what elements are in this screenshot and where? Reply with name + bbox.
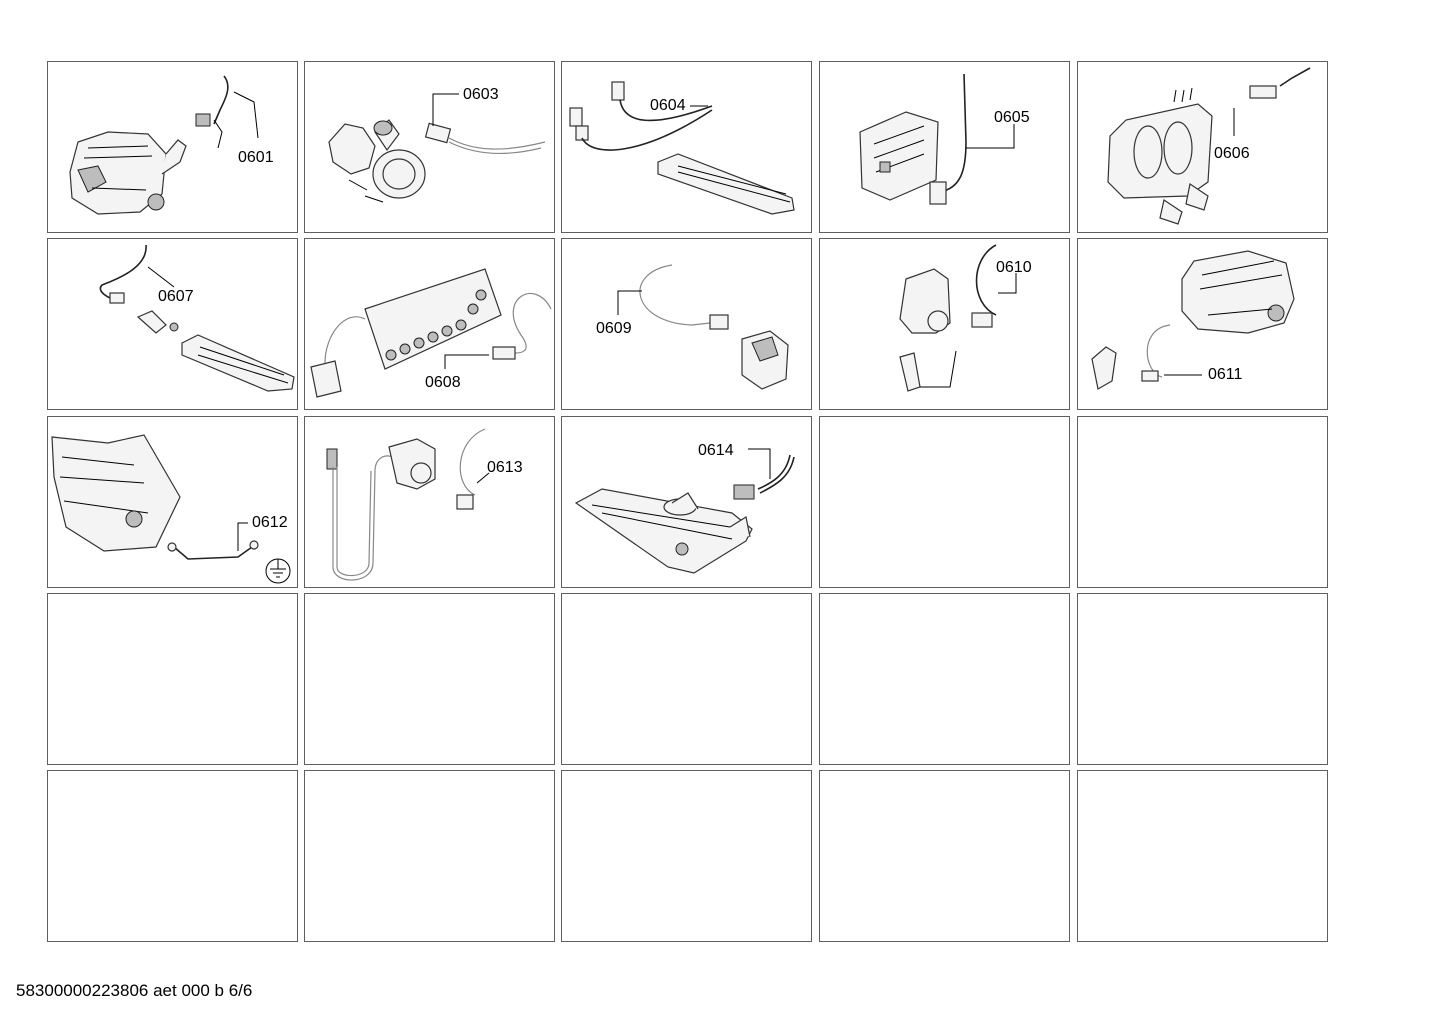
callout-label-0604: 0604 <box>650 97 686 114</box>
callout-label-0610: 0610 <box>996 259 1032 276</box>
empty-diagram-cell <box>1077 416 1328 588</box>
diagram-cell-0601[interactable]: 0601 <box>47 61 298 233</box>
diagram-cell-0606[interactable]: 0606 <box>1077 61 1328 233</box>
diagram-cell-0610[interactable]: 0610 <box>819 238 1070 410</box>
document-footer-code: 58300000223806 aet 000 b 6/6 <box>16 981 253 1000</box>
diagram-cell-0608[interactable]: 0608 <box>304 238 555 410</box>
empty-diagram-cell <box>819 770 1070 942</box>
heater-drawing: 0604 <box>569 81 795 215</box>
earth-ground-icon <box>265 558 291 584</box>
diagram-cell-0604[interactable]: 0604 <box>561 61 812 233</box>
callout-label-0608: 0608 <box>425 374 461 391</box>
pressure-switch-drawing: 0609 <box>596 264 789 390</box>
diagram-cell-0614[interactable]: 0614 <box>561 416 812 588</box>
callout-label-0611: 0611 <box>1208 366 1243 383</box>
callout-label-0613: 0613 <box>487 459 523 476</box>
callout-label-0605: 0605 <box>994 109 1030 126</box>
diagram-cell-0609[interactable]: 0609 <box>561 238 812 410</box>
motor-earth-drawing: 0612 <box>51 434 291 584</box>
empty-diagram-cell <box>304 770 555 942</box>
empty-diagram-cell <box>819 593 1070 765</box>
callout-label-0603: 0603 <box>463 86 499 103</box>
control-panel-drawing: 0614 <box>574 442 795 574</box>
callout-label-0612: 0612 <box>252 514 288 531</box>
diagram-cell-0613[interactable]: 0613 <box>304 416 555 588</box>
callout-label-0601: 0601 <box>238 149 274 166</box>
empty-diagram-cell <box>1077 770 1328 942</box>
diagram-cell-0607[interactable]: 0607 <box>47 238 298 410</box>
sensor-heater-drawing: 0607 <box>99 244 295 392</box>
water-valve-drawing: 0606 <box>1107 67 1311 225</box>
motor-sensor-drawing: 0611 <box>1091 250 1295 390</box>
drain-pump-drawing: 0603 <box>328 86 546 203</box>
diagram-cell-0611[interactable]: 0611 <box>1077 238 1328 410</box>
diagram-cell-0612[interactable]: 0612 <box>47 416 298 588</box>
empty-diagram-cell <box>304 593 555 765</box>
pressure-hose-drawing: 0613 <box>326 428 523 581</box>
diagram-cell-0603[interactable]: 0603 <box>304 61 555 233</box>
empty-diagram-cell <box>561 593 812 765</box>
control-module-drawing: 0605 <box>859 73 1030 205</box>
control-board-drawing: 0608 <box>310 268 552 398</box>
empty-diagram-cell <box>47 593 298 765</box>
callout-label-0606: 0606 <box>1214 145 1250 162</box>
valve-connector-drawing: 0610 <box>899 244 1032 392</box>
callout-label-0609: 0609 <box>596 320 632 337</box>
callout-label-0607: 0607 <box>158 288 194 305</box>
empty-diagram-cell <box>47 770 298 942</box>
empty-diagram-cell <box>819 416 1070 588</box>
empty-diagram-cell <box>561 770 812 942</box>
motor-drawing: 0601 <box>69 75 274 215</box>
empty-diagram-cell <box>1077 593 1328 765</box>
diagram-cell-0605[interactable]: 0605 <box>819 61 1070 233</box>
callout-label-0614: 0614 <box>698 442 734 459</box>
